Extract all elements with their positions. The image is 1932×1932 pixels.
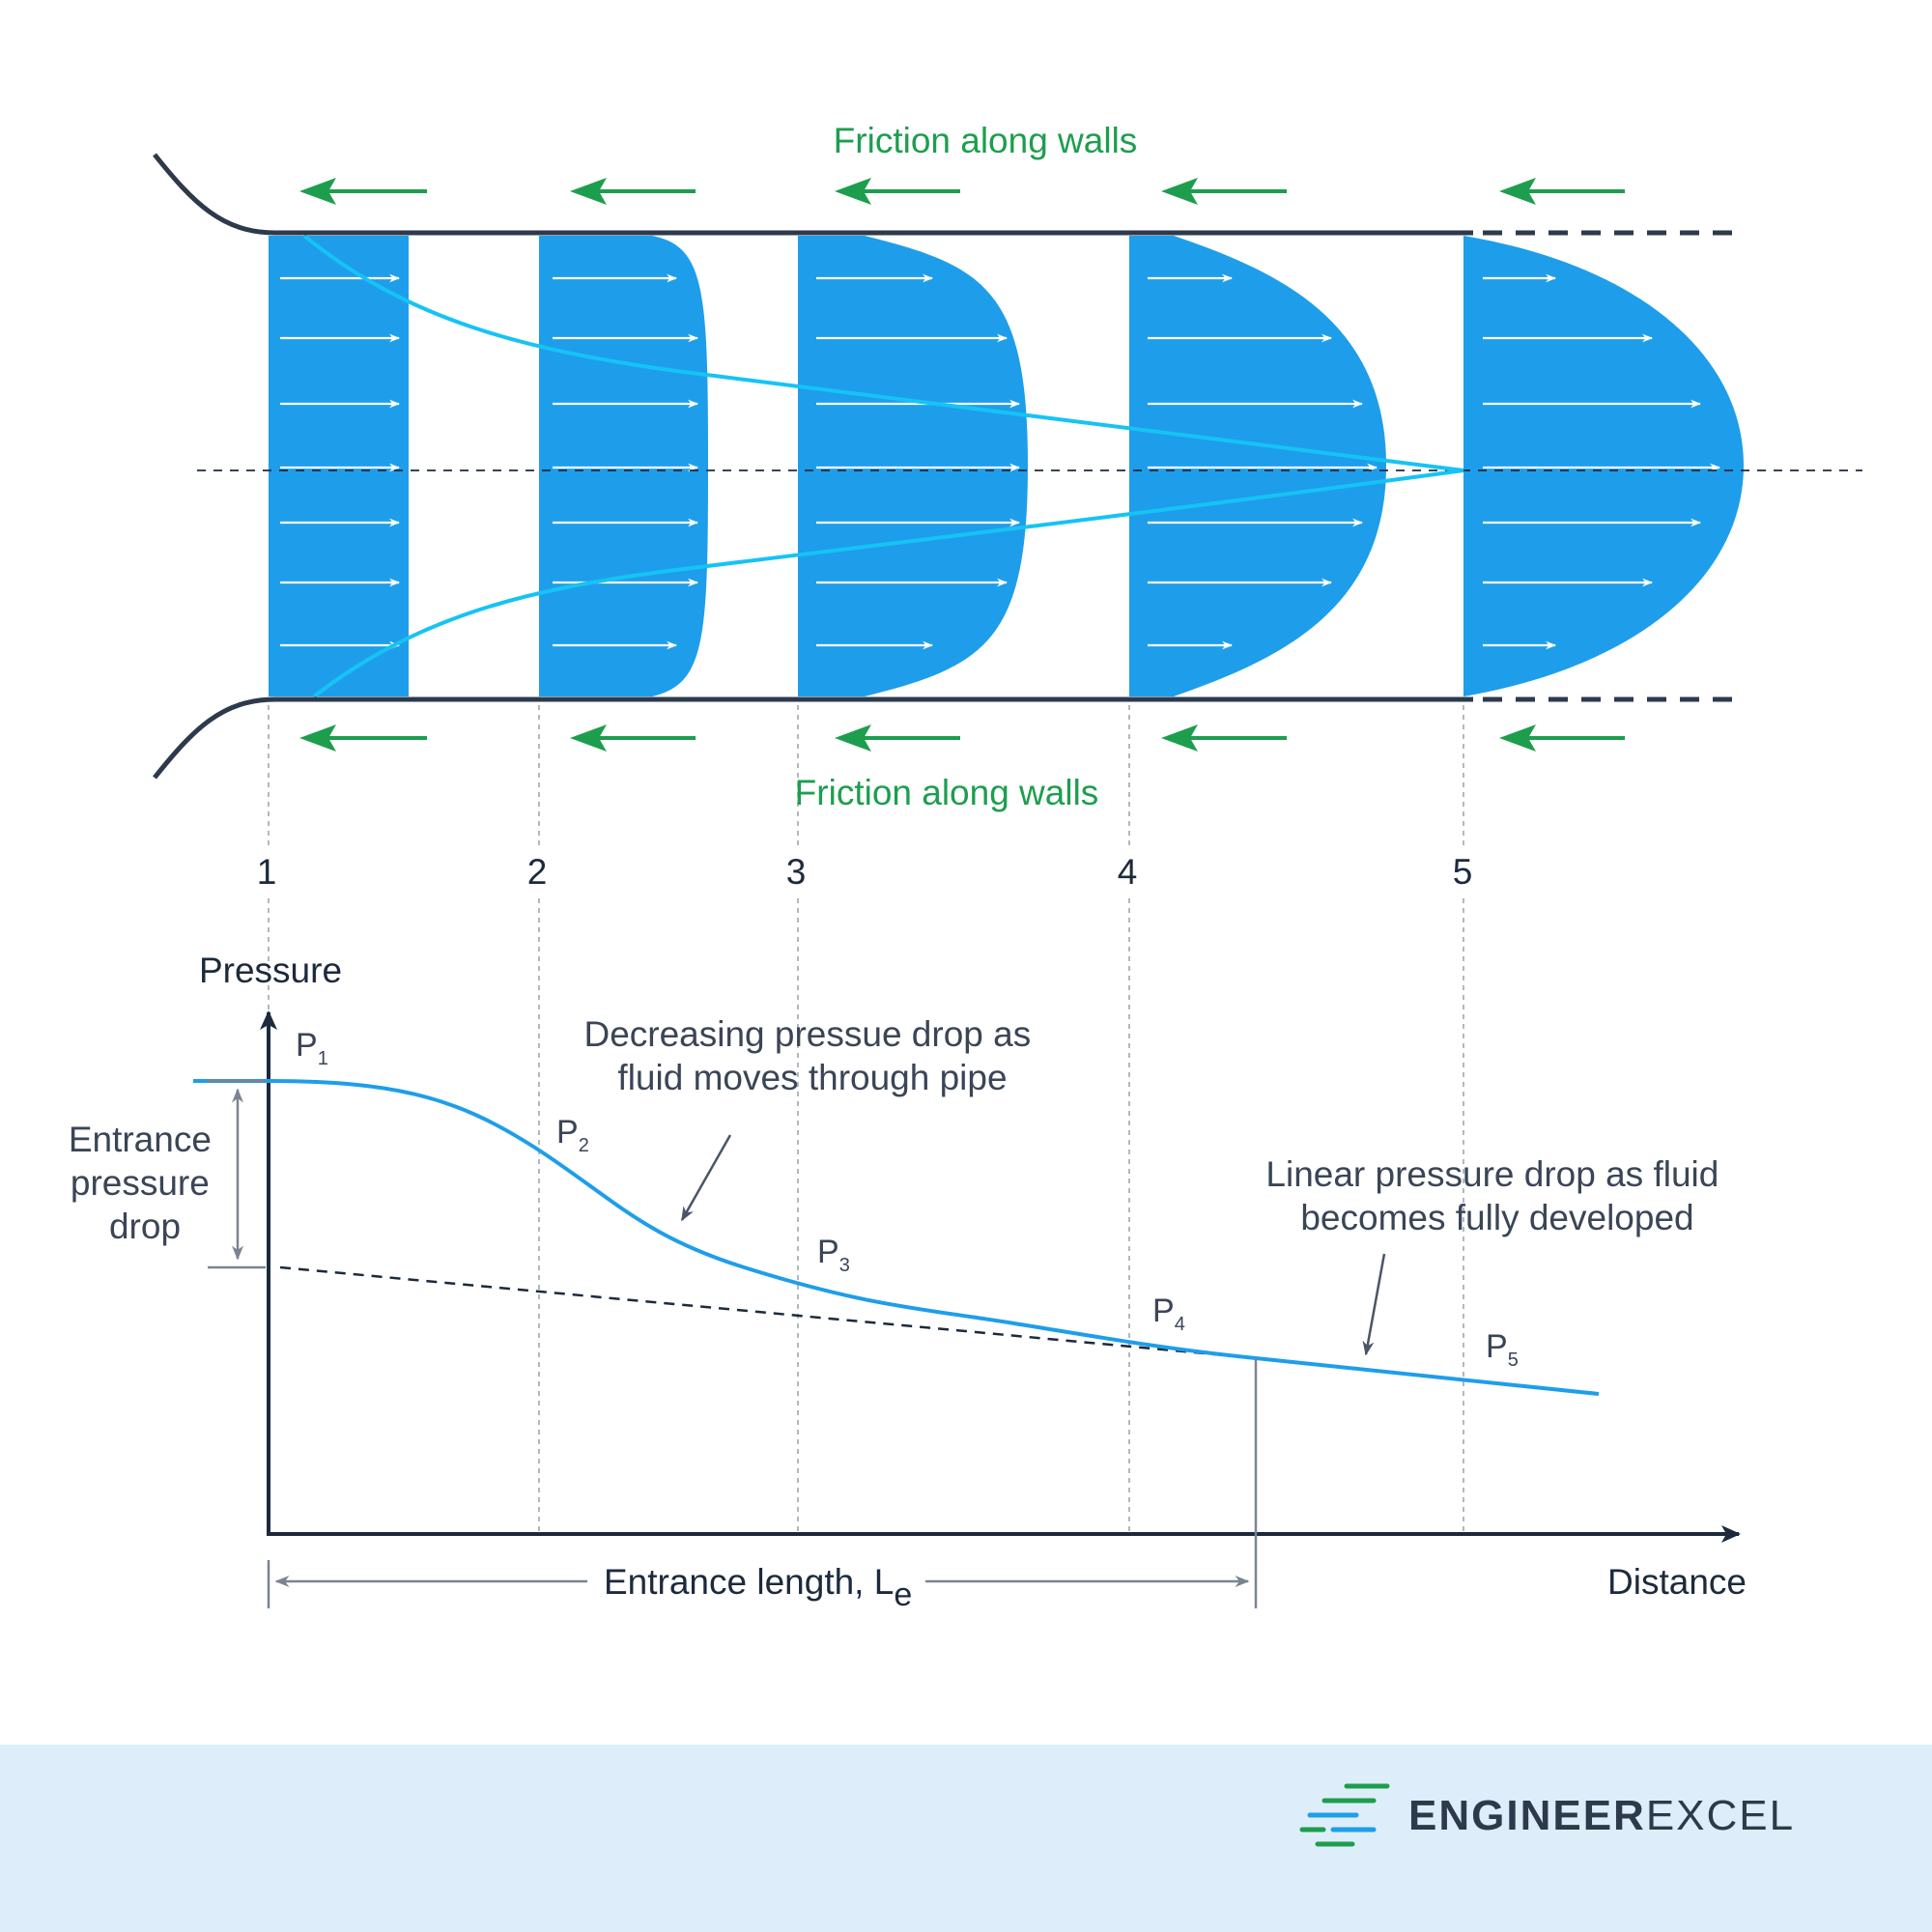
station-number-3: 3 [786, 852, 807, 892]
annotation-decreasing-drop: Decreasing pressue drop as fluid moves t… [583, 1014, 1040, 1097]
engineerexcel-logo: ENGINEEREXCEL [1299, 1783, 1795, 1847]
friction-arrows [299, 178, 1625, 752]
friction-arrow-head [1499, 178, 1536, 205]
pressure-point-label-p5: P5 [1486, 1328, 1519, 1371]
pressure-point-label-p1: P1 [296, 1027, 328, 1069]
annotation-linear-drop: Linear pressure drop as fluid becomes fu… [1265, 1154, 1728, 1237]
velocity-profile-4 [1129, 236, 1386, 696]
velocity-profile-3 [798, 236, 1028, 696]
boundary-layer-bottom [312, 469, 1464, 698]
friction-arrow-head [299, 178, 336, 205]
velocity-arrows [280, 273, 1721, 650]
station-number-2: 2 [527, 852, 548, 892]
station-number-5: 5 [1453, 852, 1473, 892]
logo-wordmark: ENGINEEREXCEL [1408, 1792, 1795, 1839]
friction-arrow-head [1161, 178, 1198, 205]
friction-arrow-head [1161, 724, 1198, 752]
friction-label-top: Friction along walls [834, 121, 1138, 160]
annotation-linear-pointer [1362, 1253, 1386, 1356]
pipe-wall-bottom [153, 696, 1473, 780]
pressure-point-label-p2: P2 [556, 1114, 589, 1156]
pipe-section: Friction along walls Friction along wall… [153, 121, 1862, 1531]
station-number-1: 1 [257, 852, 277, 892]
station-guides [268, 705, 1464, 1531]
friction-arrow-head [570, 724, 607, 752]
developed-gradient-line [279, 1265, 1257, 1360]
x-axis-label: Distance [1607, 1562, 1747, 1602]
friction-arrow-head [1499, 724, 1536, 752]
friction-label-bottom: Friction along walls [795, 773, 1099, 812]
velocity-profile-1 [269, 236, 409, 696]
friction-arrow-head [299, 724, 336, 752]
entrance-drop-label: Entrance pressure drop [69, 1120, 221, 1246]
y-axis-label: Pressure [199, 951, 342, 990]
friction-arrow-head [570, 178, 607, 205]
annotation-decreasing-pointer [680, 1134, 732, 1222]
footer-band [0, 1745, 1932, 1932]
pressure-curve [193, 1079, 1600, 1396]
pressure-point-label-p4: P4 [1152, 1293, 1185, 1335]
pipe-wall-top [153, 153, 1473, 236]
speed-lines-logo-icon [1299, 1783, 1390, 1847]
velocity-profile-5 [1463, 236, 1744, 696]
velocity-profile-2 [539, 236, 708, 696]
friction-arrow-head [835, 724, 871, 752]
pressure-graph: Pressure Distance Entrance pressure drop… [69, 951, 1747, 1613]
station-number-4: 4 [1118, 852, 1138, 892]
friction-arrow-head [835, 178, 871, 205]
pressure-point-label-p3: P3 [817, 1234, 850, 1276]
entrance-length-label: Entrance length, Le [604, 1562, 912, 1613]
boundary-layer-top [302, 234, 1464, 472]
